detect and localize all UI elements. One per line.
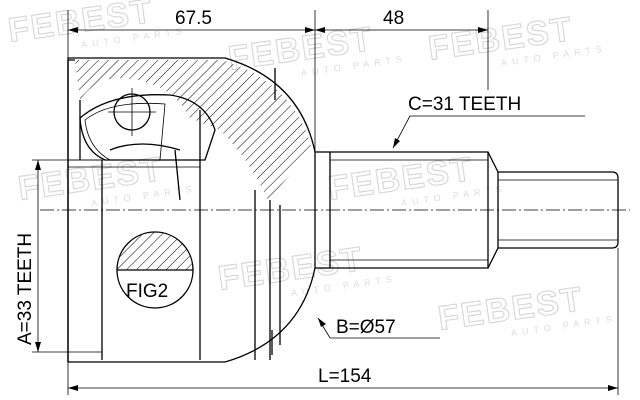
fig2-label: FIG2 [126, 281, 168, 302]
shaft-length-value: 48 [383, 8, 404, 29]
watermark-logo: FEBEST AUTO PARTS [425, 9, 607, 68]
seal-diameter-label: B=Ø57 [336, 317, 396, 338]
watermark-logo: FEBEST AUTO PARTS [325, 149, 507, 208]
watermark-layer: FEBEST AUTO PARTS FEBEST AUTO PARTS FEBE… [5, 0, 617, 338]
inner-race-hatch [84, 102, 166, 161]
inner-race [79, 88, 216, 201]
watermark-logo: FEBEST AUTO PARTS [15, 149, 197, 208]
inner-spline-label: A=33 TEETH [15, 233, 36, 345]
housing-hatch [75, 60, 312, 200]
housing-neck [271, 68, 330, 355]
total-length-value: L=154 [318, 366, 372, 387]
dimensions: 67.5 48 L=154 A=33 TEETH C=31 TEETH B=Ø5… [15, 8, 619, 395]
outer-spline-label: C=31 TEETH [408, 94, 521, 115]
stub-shaft [329, 151, 619, 269]
watermark-logo: FEBEST AUTO PARTS [215, 239, 397, 298]
fig2-callout: FIG2 [116, 231, 194, 309]
watermark-logo: FEBEST AUTO PARTS [5, 0, 187, 50]
housing-length-value: 67.5 [175, 8, 212, 29]
watermark-logo: FEBEST AUTO PARTS [435, 279, 617, 338]
